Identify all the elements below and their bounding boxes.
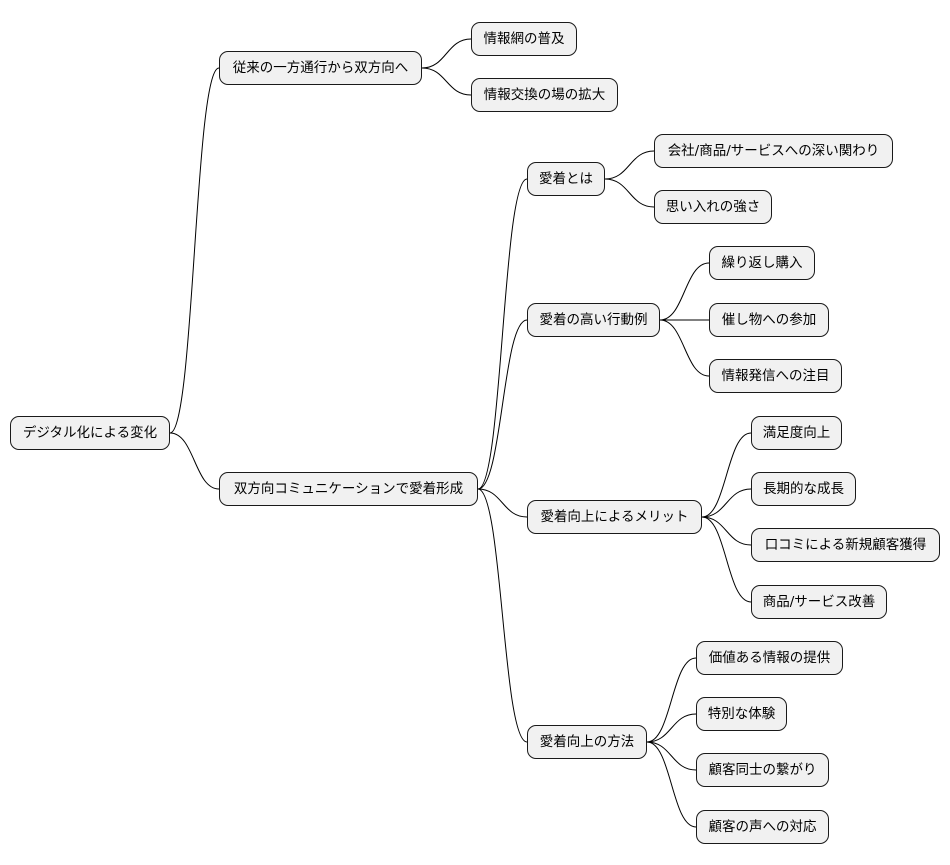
connector-branch-one-way-to-two-way-to-leaf-info-network <box>421 38 472 69</box>
leaf-product-improvement: 商品/サービス改善 <box>751 585 887 619</box>
leaf-event-participation: 催し物への参加 <box>709 303 829 337</box>
leaf-info-attention: 情報発信への注目 <box>709 359 842 393</box>
group-attachment-merits: 愛着向上によるメリット <box>527 500 702 534</box>
group-attachment-methods: 愛着向上の方法 <box>527 725 647 759</box>
connector-group-what-is-attachment-to-leaf-strength-of-feeling <box>604 178 655 208</box>
connector-group-attachment-merits-to-leaf-satisfaction-up <box>701 432 752 518</box>
connector-group-attachment-methods-to-leaf-customer-connection <box>646 741 697 771</box>
leaf-info-network: 情報網の普及 <box>471 22 577 56</box>
connector-branch-two-way-attachment-to-group-attachment-merits <box>477 488 528 518</box>
leaf-strength-of-feeling: 思い入れの強さ <box>654 190 772 224</box>
connector-group-what-is-attachment-to-leaf-deep-involvement <box>604 150 655 180</box>
branch-one-way-to-two-way: 従来の一方通行から双方向へ <box>219 51 422 85</box>
branch-two-way-attachment: 双方向コミュニケーションで愛着形成 <box>219 472 478 506</box>
connector-root-node-to-branch-two-way-attachment <box>169 432 220 490</box>
connector-group-attachment-methods-to-leaf-customer-voice <box>646 741 697 828</box>
connector-group-attachment-merits-to-leaf-product-improvement <box>701 516 752 603</box>
connector-branch-two-way-attachment-to-group-attachment-methods <box>477 488 528 743</box>
leaf-customer-voice: 顧客の声への対応 <box>696 810 829 844</box>
group-what-is-attachment: 愛着とは <box>527 162 605 196</box>
connector-group-attachment-methods-to-leaf-valuable-info <box>646 657 697 743</box>
leaf-customer-connection: 顧客同士の繋がり <box>696 753 829 787</box>
connector-branch-one-way-to-two-way-to-leaf-info-exchange <box>421 67 472 96</box>
connector-group-high-attachment-behavior-to-leaf-info-attention <box>659 319 710 377</box>
connector-group-high-attachment-behavior-to-leaf-repeat-purchase <box>659 262 710 321</box>
connector-group-attachment-merits-to-leaf-long-term-growth <box>701 488 752 518</box>
connector-group-attachment-methods-to-leaf-special-experience <box>646 713 697 743</box>
connector-group-attachment-merits-to-leaf-word-of-mouth <box>701 516 752 546</box>
group-high-attachment-behavior: 愛着の高い行動例 <box>527 303 660 337</box>
leaf-long-term-growth: 長期的な成長 <box>751 472 856 506</box>
leaf-word-of-mouth: 口コミによる新規顧客獲得 <box>751 528 940 562</box>
connector-root-node-to-branch-one-way-to-two-way <box>169 67 220 434</box>
leaf-deep-involvement: 会社/商品/サービスへの深い関わり <box>654 134 893 168</box>
leaf-special-experience: 特別な体験 <box>696 697 787 731</box>
connector-branch-two-way-attachment-to-group-high-attachment-behavior <box>477 319 528 490</box>
root-node: デジタル化による変化 <box>10 416 170 450</box>
leaf-repeat-purchase: 繰り返し購入 <box>709 246 815 280</box>
connector-branch-two-way-attachment-to-group-what-is-attachment <box>477 178 528 490</box>
leaf-satisfaction-up: 満足度向上 <box>751 416 842 450</box>
leaf-valuable-info: 価値ある情報の提供 <box>696 641 843 675</box>
leaf-info-exchange: 情報交換の場の拡大 <box>471 78 618 112</box>
